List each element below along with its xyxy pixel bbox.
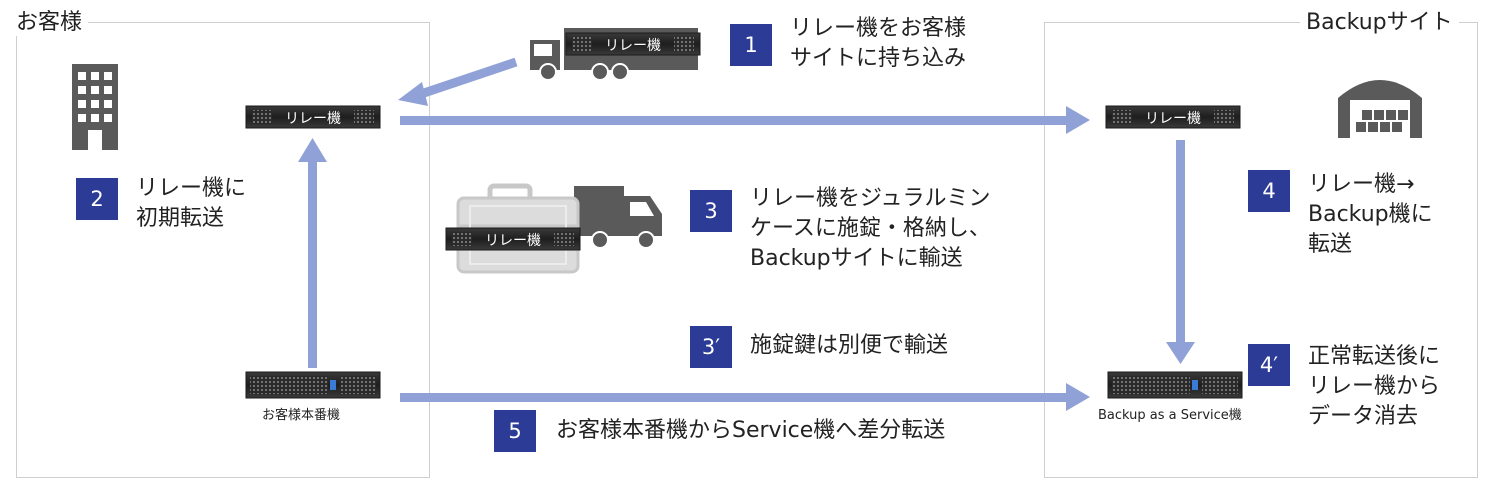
- step-3-line-2: ケースに施錠・格納し、: [750, 216, 991, 241]
- step-badge-3-prime: 3′: [690, 326, 732, 368]
- step-5-line-1: お客様本番機からService機へ差分転送: [556, 418, 946, 443]
- arrow-truck-to-relay: [398, 57, 518, 106]
- step-text-3-prime: 施錠鍵は別便で輸送: [750, 331, 948, 361]
- customer-region-title: お客様: [10, 10, 89, 36]
- arrows: [298, 57, 1195, 411]
- step-badge-1: 1: [730, 24, 772, 66]
- relay-label-truck: リレー機: [605, 38, 661, 54]
- baas-caption: Backup as a Service機: [1098, 408, 1242, 423]
- step-badge-2: 2: [76, 178, 118, 220]
- step-badge-4: 4: [1248, 170, 1290, 212]
- truck-icon-middle: [574, 186, 662, 249]
- server-icon-customer-prod: [245, 371, 381, 399]
- step-2-line-1: リレー機に: [136, 176, 247, 201]
- arrow-prod-to-baas: [400, 383, 1090, 411]
- step-4-line-1: リレー機→: [1308, 172, 1415, 197]
- step-1-line-1: リレー機をお客様: [790, 16, 967, 41]
- backup-region-title: Backupサイト: [1300, 10, 1459, 36]
- relay-label-backup: リレー機: [1145, 111, 1201, 127]
- step-4-prime-line-2: リレー機から: [1308, 374, 1441, 399]
- step-4-line-3: 転送: [1308, 232, 1353, 257]
- step-3-prime-line-1: 施錠鍵は別便で輸送: [750, 333, 949, 358]
- customer-region: [16, 22, 430, 478]
- step-text-4-prime: 正常転送後に リレー機から データ消去: [1308, 342, 1440, 432]
- step-1-line-2: サイトに持ち込み: [790, 46, 967, 71]
- step-text-2: リレー機に 初期転送: [136, 174, 246, 234]
- relay-label-case: リレー機: [485, 233, 541, 249]
- step-3-line-1: リレー機をジュラルミン: [750, 186, 991, 211]
- server-icon-baas: [1107, 371, 1243, 399]
- server-icon-customer-relay: [245, 105, 381, 129]
- arrow-prod-to-relay: [298, 138, 327, 368]
- step-3-line-3: Backupサイトに輸送: [750, 246, 963, 271]
- server-icon-case: [445, 227, 581, 251]
- step-badge-4-prime: 4′: [1248, 344, 1290, 386]
- warehouse-icon: [1338, 80, 1422, 138]
- arrow-backup-relay-to-baas: [1166, 140, 1195, 364]
- step-4-prime-line-3: データ消去: [1308, 404, 1419, 429]
- arrow-relay-to-backup: [400, 106, 1090, 134]
- step-text-4: リレー機→ Backup機に 転送: [1308, 170, 1433, 260]
- step-4-prime-line-1: 正常転送後に: [1308, 344, 1441, 369]
- server-icon-backup-relay: [1105, 105, 1241, 129]
- backup-region: [1044, 22, 1478, 478]
- server-icon-truck: [565, 32, 701, 56]
- building-icon: [72, 64, 118, 150]
- step-badge-5: 5: [494, 410, 536, 452]
- step-text-3: リレー機をジュラルミン ケースに施錠・格納し、 Backupサイトに輸送: [750, 184, 991, 274]
- step-2-line-2: 初期転送: [136, 206, 225, 231]
- relay-label-customer: リレー機: [285, 111, 341, 127]
- step-4-line-2: Backup機に: [1308, 202, 1433, 227]
- step-text-1: リレー機をお客様 サイトに持ち込み: [790, 14, 966, 74]
- customer-prod-caption: お客様本番機: [262, 408, 341, 423]
- step-badge-3: 3: [690, 190, 732, 232]
- step-text-5: お客様本番機からService機へ差分転送: [556, 416, 945, 446]
